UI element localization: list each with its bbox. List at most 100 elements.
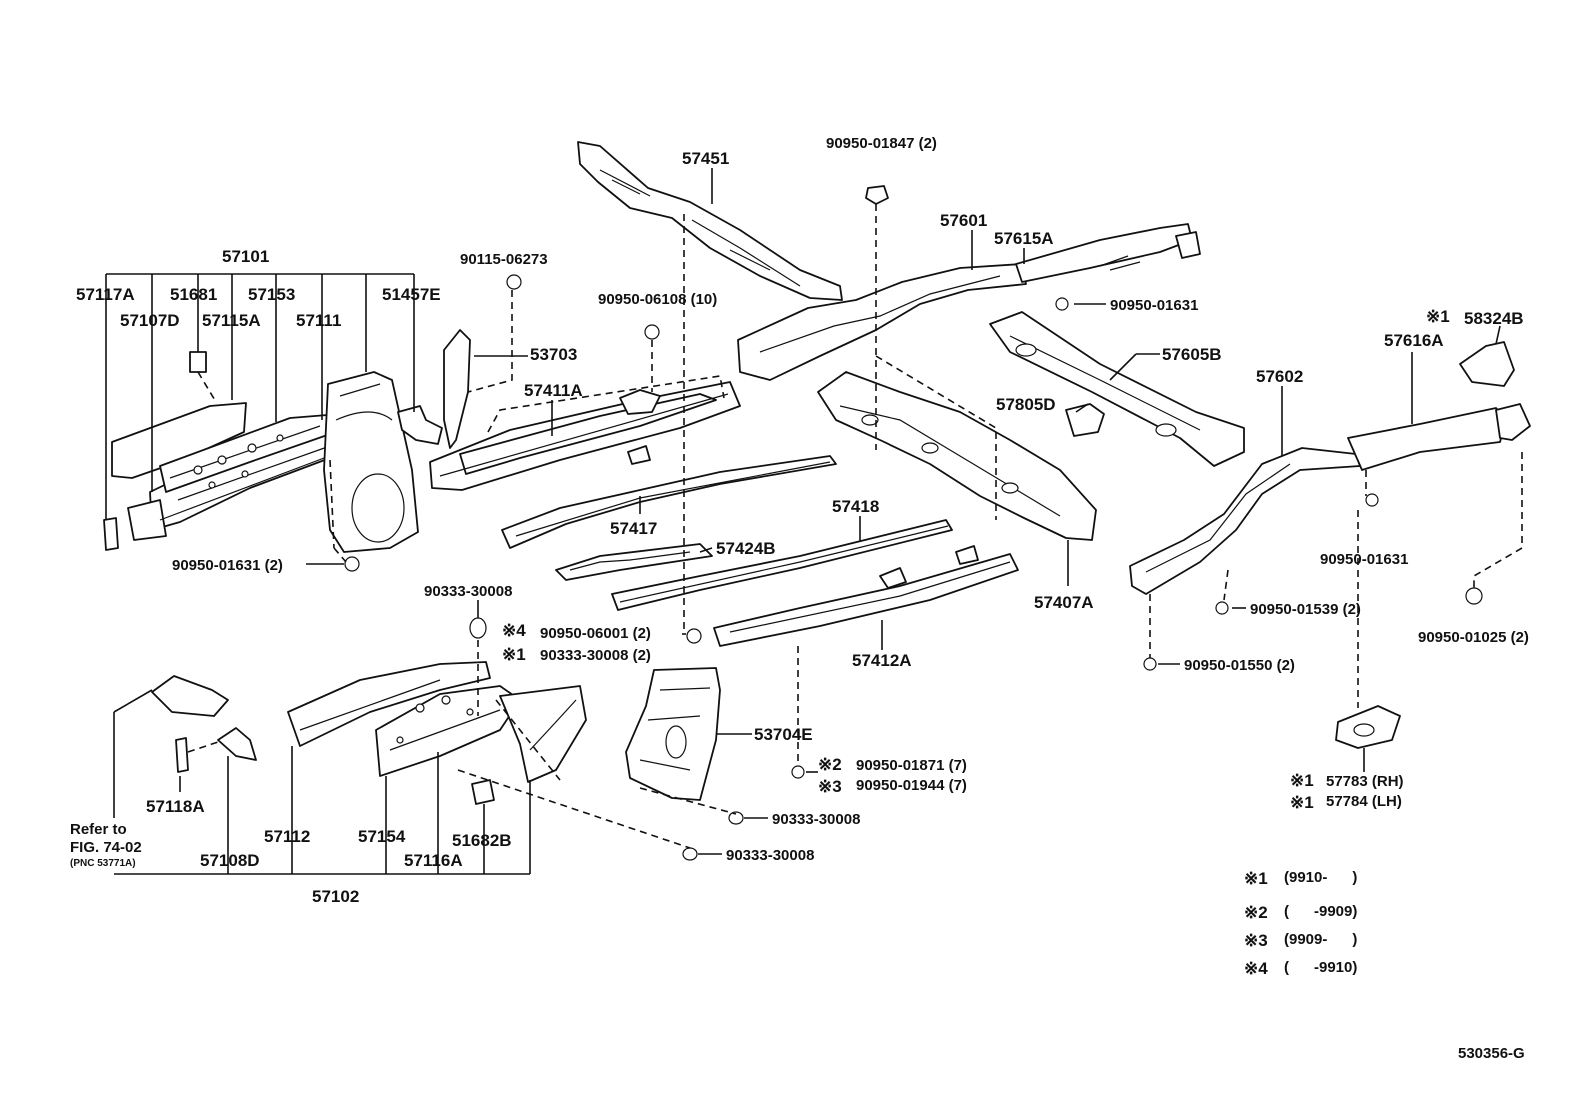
label-90950-01631-a: 90950-01631 (1110, 297, 1198, 314)
label-57784-mark: ※1 (1290, 793, 1314, 812)
panel-53704E-drawing (625, 667, 721, 801)
label-57615A: 57615A (994, 229, 1054, 248)
plug-90950-01847 (865, 185, 889, 205)
label-90950-01944: 90950-01944 (7) (856, 777, 967, 794)
rear-member-57601-drawing (737, 223, 1201, 381)
label-90950-06108: 90950-06108 (10) (598, 291, 717, 308)
plug-90950-01550 (1143, 657, 1157, 671)
rear-member-57602-drawing (1129, 341, 1531, 595)
label-90950-01944-mark: ※3 (818, 777, 842, 796)
refer-text-1: Refer to (70, 821, 127, 838)
label-51682B: 51682B (452, 831, 512, 850)
rocker-inner-57412A-drawing (713, 545, 1019, 647)
label-57417: 57417 (610, 519, 657, 538)
label-57107D: 57107D (120, 311, 180, 330)
label-57418: 57418 (832, 497, 879, 516)
label-57118A: 57118A (146, 797, 205, 816)
label-53704E: 53704E (754, 725, 813, 744)
label-90950-01847: 90950-01847 (2) (826, 135, 937, 152)
plug-90950-01025 (1465, 587, 1483, 605)
label-57101: 57101 (222, 247, 269, 266)
sill-57418-drawing (611, 519, 953, 611)
label-57154: 57154 (358, 827, 406, 846)
label-57117A: 57117A (76, 285, 135, 304)
label-90333-30008-b: 90333-30008 (2) (540, 647, 651, 664)
label-90950-01539: 90950-01539 (2) (1250, 601, 1361, 618)
legend-2-range: ( -9909) (1284, 903, 1357, 920)
label-58324B: 58324B (1464, 309, 1524, 328)
label-57116A: 57116A (404, 851, 463, 870)
label-57451: 57451 (682, 149, 729, 168)
rocker-57417-drawing (501, 455, 837, 549)
bolt-90115 (506, 274, 522, 290)
label-57111: 57111 (296, 311, 341, 330)
label-90950-01550: 90950-01550 (2) (1184, 657, 1295, 674)
plug-90950-01539 (1215, 601, 1229, 615)
legend-4-mark: ※4 (1244, 959, 1268, 978)
plug-90950-06001 (686, 628, 702, 644)
grommet-90333-a (469, 617, 487, 639)
legend-1-range: (9910- ) (1284, 869, 1357, 886)
label-57783: 57783 (RH) (1326, 773, 1404, 790)
label-57102: 57102 (312, 887, 359, 906)
plug-90950-06108 (644, 324, 660, 340)
figure-code: 530356-G (1458, 1045, 1525, 1062)
label-90333-30008-a: 90333-30008 (424, 583, 512, 600)
plug-90950-01631-a (1055, 297, 1069, 311)
label-90950-06001: 90950-06001 (2) (540, 625, 651, 642)
front-side-member-57102-drawing (151, 661, 587, 805)
floor-member-57451-drawing (577, 141, 843, 301)
label-57153: 57153 (248, 285, 295, 304)
legend-3-range: (9909- ) (1284, 931, 1357, 948)
grommet-90333-c (728, 811, 744, 825)
label-58324B-mark: ※1 (1426, 307, 1450, 326)
label-57115A: 57115A (202, 311, 261, 330)
leader-lines (105, 168, 1523, 875)
label-57784: 57784 (LH) (1326, 793, 1402, 810)
label-90950-01631-b: 90950-01631 (1320, 551, 1408, 568)
label-90333-30008-c: 90333-30008 (772, 811, 860, 828)
plug-90950-01631-b (1365, 493, 1379, 507)
label-90333-30008-d: 90333-30008 (726, 847, 814, 864)
label-53703: 53703 (530, 345, 577, 364)
legend-1-mark: ※1 (1244, 869, 1268, 888)
label-90950-01871: 90950-01871 (7) (856, 757, 967, 774)
legend-2-mark: ※2 (1244, 903, 1268, 922)
refer-text-2: FIG. 74-02 (70, 839, 142, 856)
label-57616A: 57616A (1384, 331, 1444, 350)
label-90950-06001-mark: ※4 (502, 621, 526, 640)
label-57605B: 57605B (1162, 345, 1222, 364)
footnote-legend: ※1 (9910- ) ※2 ( -9909) ※3 (9909- ) ※4 (… (1244, 869, 1357, 978)
reinforcement-57424B-drawing (555, 543, 713, 581)
rocker-inner-57411A-drawing (429, 329, 741, 491)
refer-text-3: (PNC 53771A) (70, 858, 136, 869)
floor-member-57407A-drawing (817, 371, 1097, 541)
label-57601: 57601 (940, 211, 987, 230)
plug-90950-01871 (791, 765, 805, 779)
label-57805D: 57805D (996, 395, 1056, 414)
label-57411A: 57411A (524, 381, 583, 400)
cross-member-57605B-drawing (989, 311, 1245, 467)
label-90333-30008-b-mark: ※1 (502, 645, 526, 664)
label-57412A: 57412A (852, 651, 912, 670)
label-57407A: 57407A (1034, 593, 1094, 612)
label-57783-mark: ※1 (1290, 771, 1314, 790)
label-90950-01631-2: 90950-01631 (2) (172, 557, 283, 574)
label-57424B: 57424B (716, 539, 776, 558)
label-51681: 51681 (170, 285, 217, 304)
legend-3-mark: ※3 (1244, 931, 1268, 950)
label-90115-06273: 90115-06273 (460, 251, 548, 268)
label-57112: 57112 (264, 827, 310, 846)
front-side-member-57101-drawing (103, 351, 443, 553)
label-57602: 57602 (1256, 367, 1303, 386)
part-labels: 57101 57117A 51681 57153 57107D 57115A 5… (70, 135, 1529, 1062)
label-51457E: 51457E (382, 285, 441, 304)
label-90950-01871-mark: ※2 (818, 755, 842, 774)
legend-4-range: ( -9910) (1284, 959, 1357, 976)
label-90950-01025: 90950-01025 (2) (1418, 629, 1529, 646)
plug-90950-01631-2 (344, 556, 360, 572)
label-57108D: 57108D (200, 851, 260, 870)
grommet-90333-d (682, 847, 698, 861)
bracket-57783-drawing (1335, 705, 1401, 749)
